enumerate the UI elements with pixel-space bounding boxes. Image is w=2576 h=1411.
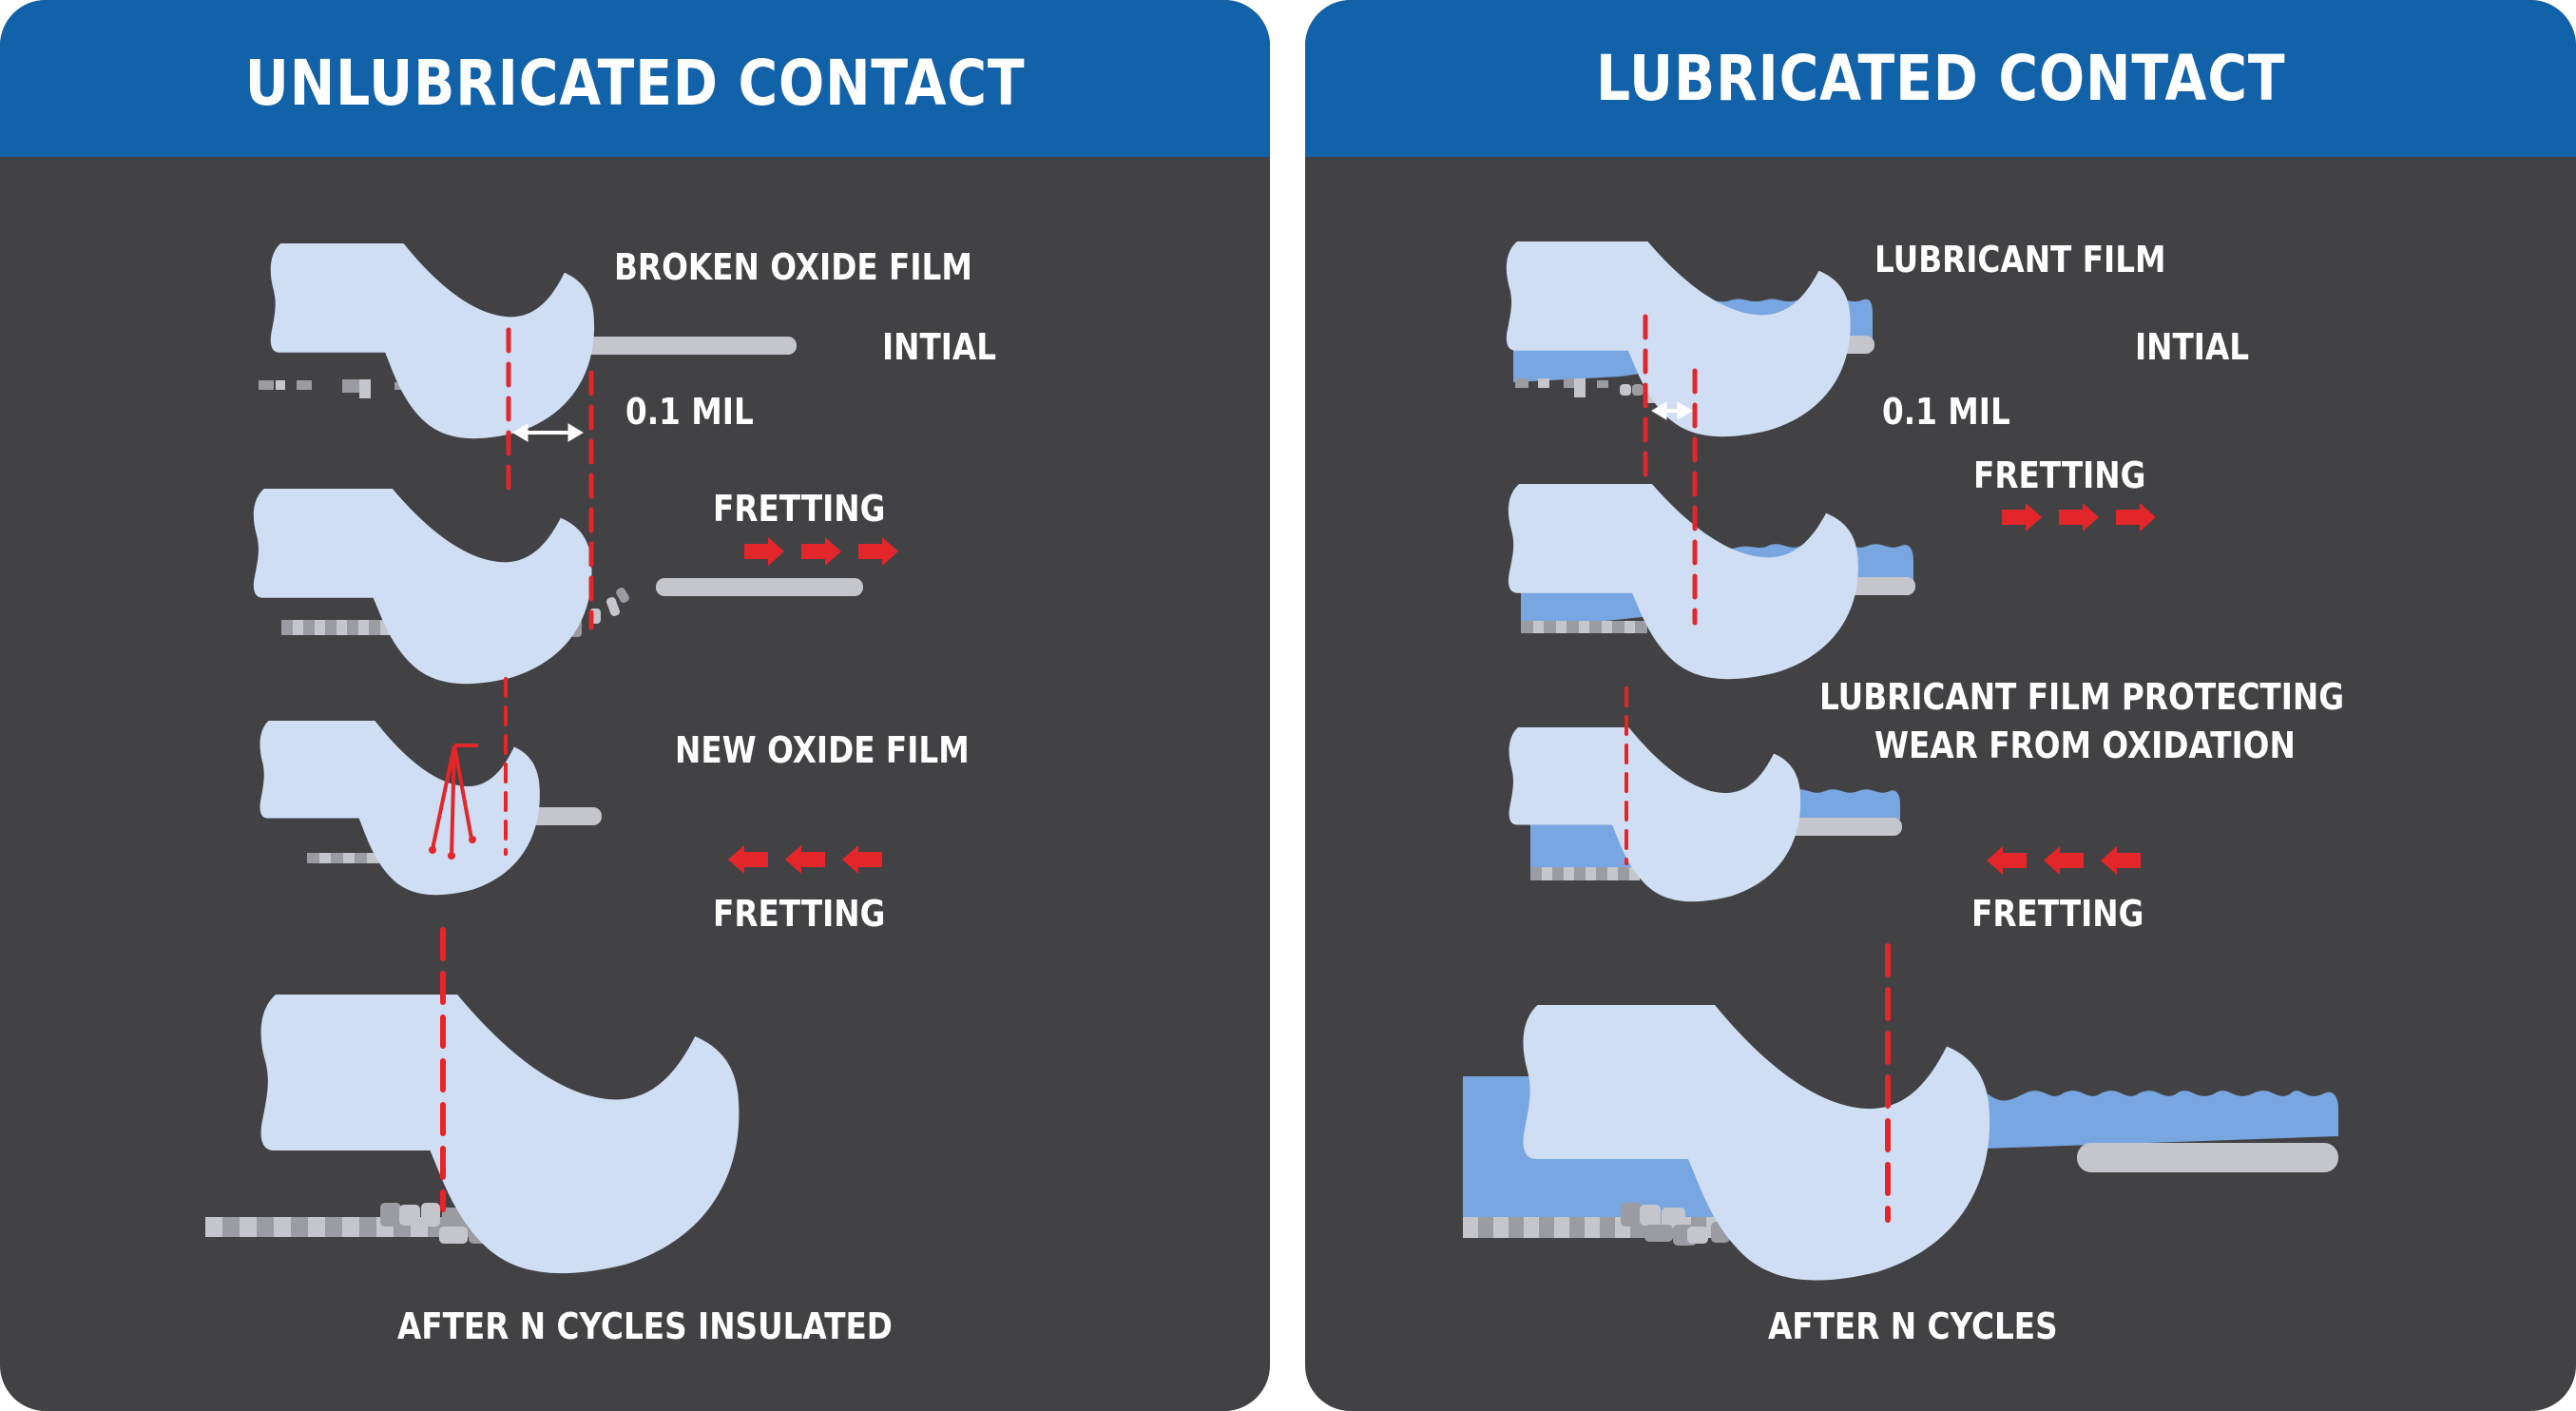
label-fretting-reverse: FRETTING: [1971, 893, 2144, 935]
label-new-oxide-film: NEW OXIDE FILM: [675, 729, 970, 771]
label-fretting-forward: FRETTING: [713, 488, 886, 530]
label-protecting-line1: LUBRICANT FILM PROTECTING: [1819, 676, 2345, 718]
label-initial: INTIAL: [882, 326, 997, 368]
label-initial: INTIAL: [2135, 326, 2250, 368]
lubricated-title: LUBRICATED CONTACT: [1595, 42, 2286, 115]
label-fretting-reverse: FRETTING: [713, 893, 886, 935]
label-broken-oxide-film: BROKEN OXIDE FILM: [614, 246, 972, 288]
caption-after-cycles: AFTER N CYCLES: [1768, 1305, 2058, 1347]
lubricated-header: LUBRICATED CONTACT: [1305, 0, 2576, 157]
label-displacement: 0.1 MIL: [1882, 391, 2010, 433]
unlubricated-panel: UNLUBRICATED CONTACT: [0, 0, 1270, 1411]
label-lubricant-film: LUBRICANT FILM: [1874, 239, 2166, 280]
label-protecting-line2: WEAR FROM OXIDATION: [1874, 725, 2296, 766]
caption-after-cycles-insulated: AFTER N CYCLES INSULATED: [397, 1305, 893, 1347]
label-displacement: 0.1 MIL: [625, 391, 754, 433]
label-fretting-forward: FRETTING: [1973, 454, 2146, 496]
unlubricated-title: UNLUBRICATED CONTACT: [244, 47, 1026, 120]
unlubricated-header: UNLUBRICATED CONTACT: [0, 0, 1270, 157]
